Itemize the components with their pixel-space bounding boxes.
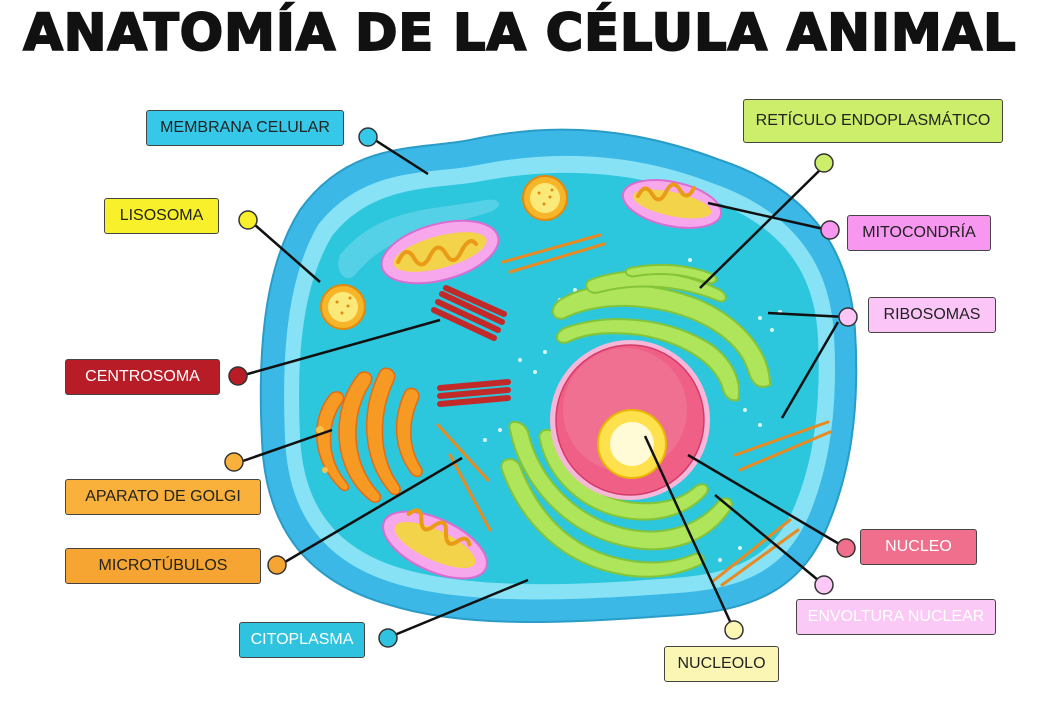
golgi-vesicles	[316, 426, 328, 473]
label-centrosoma: CENTROSOMA	[65, 359, 220, 395]
centrosome	[437, 379, 511, 407]
label-ribosomas: RIBOSOMAS	[868, 297, 996, 333]
label-nucleolo: NUCLEOLO	[664, 646, 779, 682]
lysosome	[522, 175, 568, 221]
lysosome	[320, 284, 366, 330]
mitochondrion	[380, 219, 500, 285]
label-markers	[224, 127, 858, 648]
label-envoltura-nuclear: ENVOLTURA NUCLEAR	[796, 599, 996, 635]
golgi-apparatus	[315, 367, 423, 503]
endoplasmic-reticulum-upper	[551, 263, 772, 402]
label-nucleo: NUCLEO	[860, 529, 977, 565]
centrosome	[431, 285, 507, 341]
label-microtubulos: MICROTÚBULOS	[65, 548, 261, 584]
label-aparato-de-golgi: APARATO DE GOLGI	[65, 479, 261, 515]
endoplasmic-reticulum-lower	[500, 421, 733, 578]
cytoplasm-highlight	[338, 199, 500, 279]
label-reticulo-endoplasmatico: RETÍCULO ENDOPLASMÁTICO	[743, 99, 1003, 143]
label-lisosoma: LISOSOMA	[104, 198, 219, 234]
leader-lines	[239, 138, 847, 638]
mitochondrion	[621, 179, 723, 229]
page-title: ANATOMÍA DE LA CÉLULA ANIMAL	[22, 3, 1017, 64]
nucleus	[550, 340, 710, 500]
microtubules	[436, 233, 832, 587]
label-citoplasma: CITOPLASMA	[239, 622, 365, 658]
label-mitocondria: MITOCONDRÍA	[847, 215, 991, 251]
mitochondrion	[382, 508, 488, 580]
label-membrana-celular: MEMBRANA CELULAR	[146, 110, 344, 146]
